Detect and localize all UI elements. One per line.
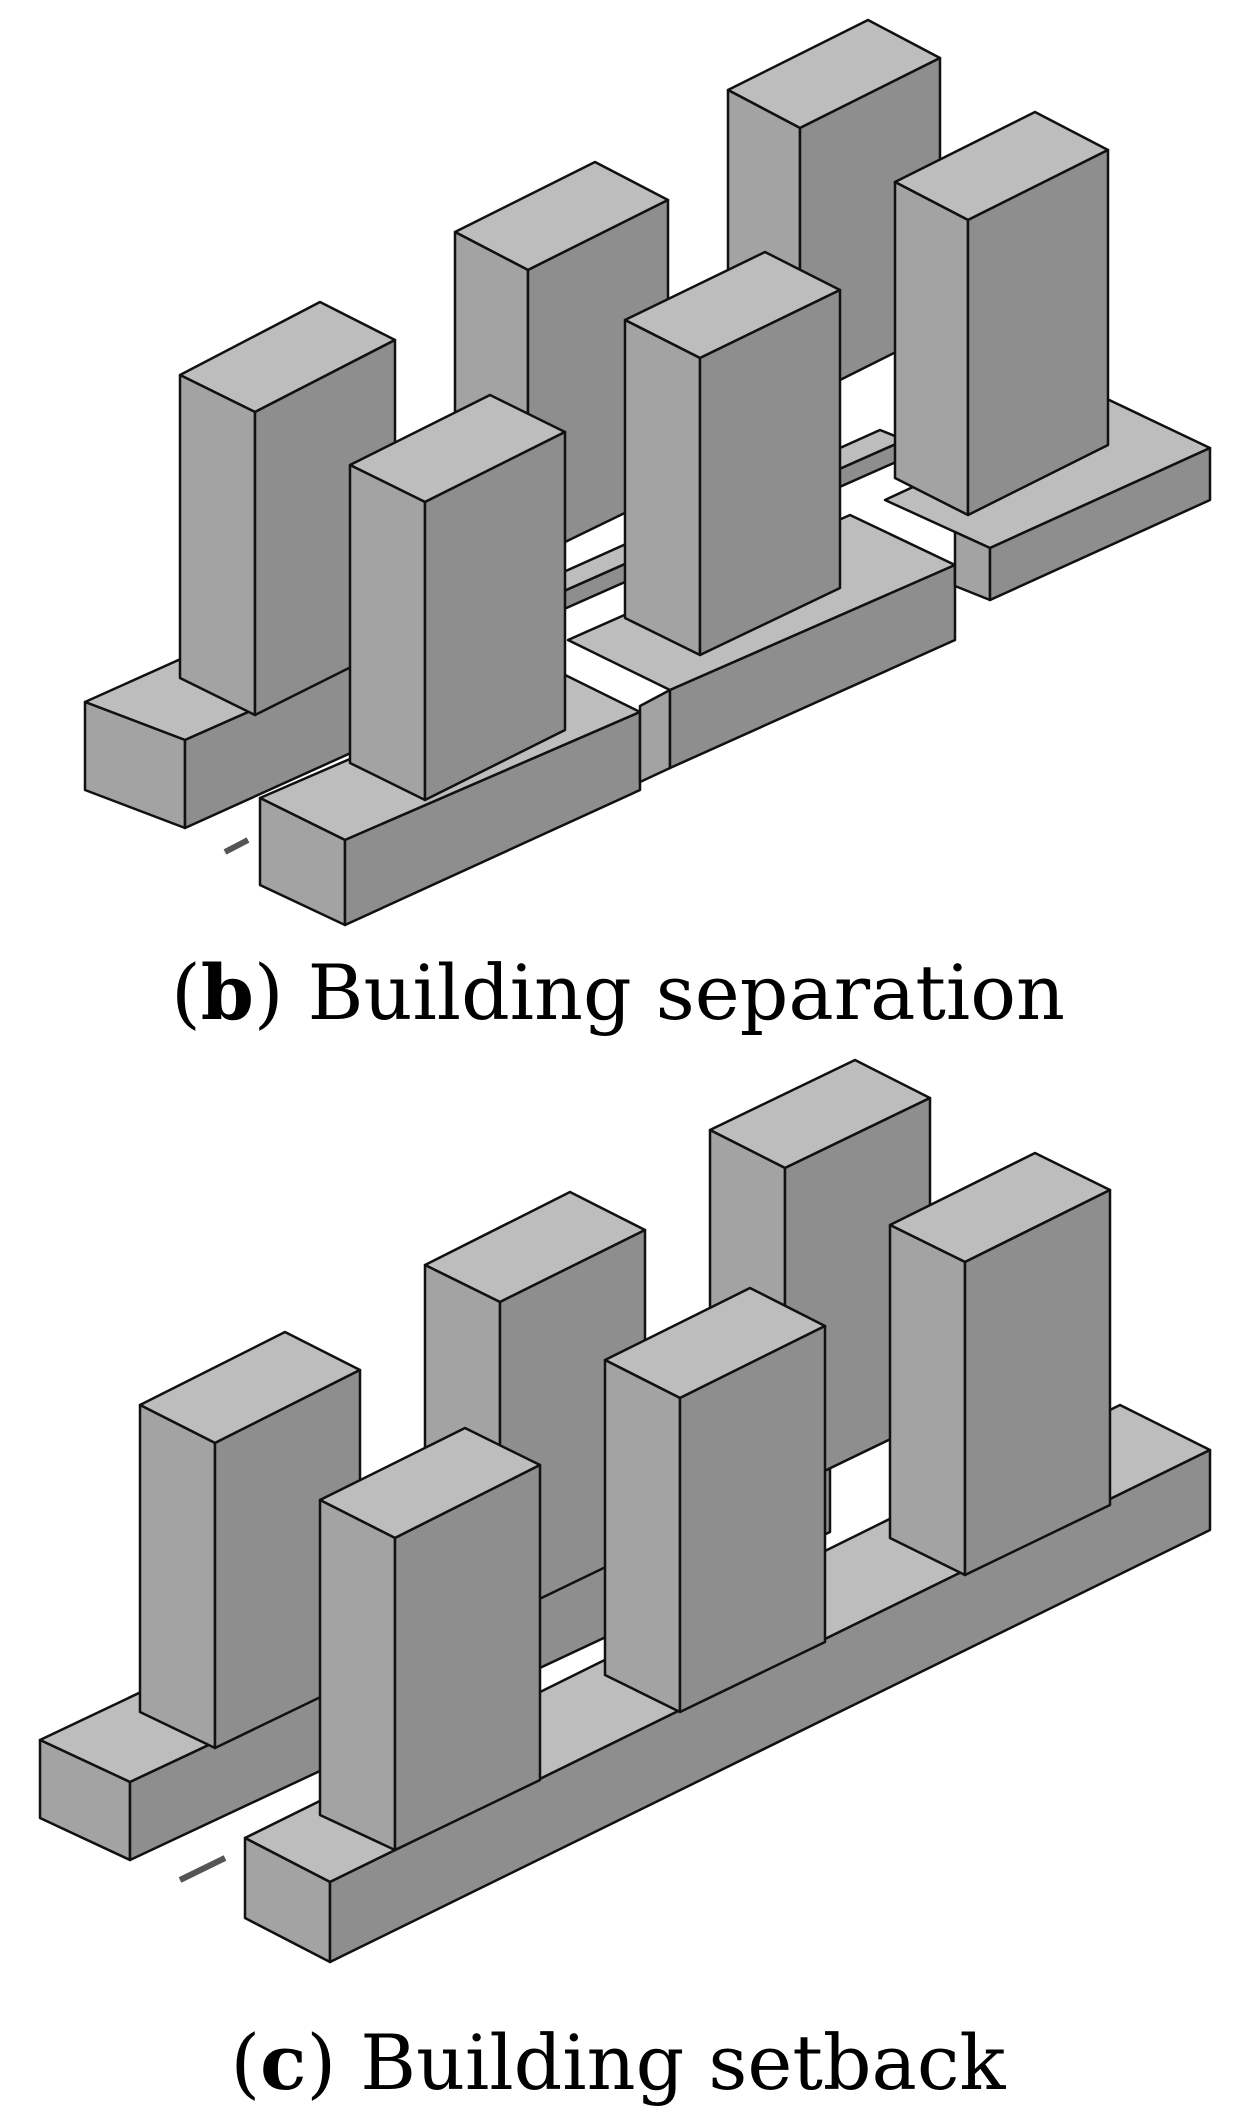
tower-front-2 xyxy=(623,250,842,657)
pipe-b xyxy=(223,837,250,855)
caption-title-c: Building setback xyxy=(360,2018,1006,2107)
tower-front-2 xyxy=(603,1286,827,1714)
caption-letter-b: b xyxy=(200,948,254,1037)
tower-front-3 xyxy=(888,1151,1112,1577)
tower-front-1 xyxy=(318,1426,542,1852)
caption-building-setback: (c) Building setback xyxy=(230,2018,1006,2107)
building-separation-diagram xyxy=(83,18,1212,927)
tower-rear-1 xyxy=(178,300,397,717)
building-setback-diagram xyxy=(38,1058,1212,1964)
caption-title-b: Building separation xyxy=(307,948,1065,1037)
panel-building-separation: (b) Building separation xyxy=(0,0,1236,1060)
tower-front-1 xyxy=(348,393,567,802)
panel-building-setback: (c) Building setback xyxy=(0,1058,1236,2128)
caption-building-separation: (b) Building separation xyxy=(171,948,1065,1037)
pipe-c xyxy=(178,1855,227,1883)
tower-front-3 xyxy=(893,110,1110,517)
caption-letter-c: c xyxy=(260,2018,307,2107)
